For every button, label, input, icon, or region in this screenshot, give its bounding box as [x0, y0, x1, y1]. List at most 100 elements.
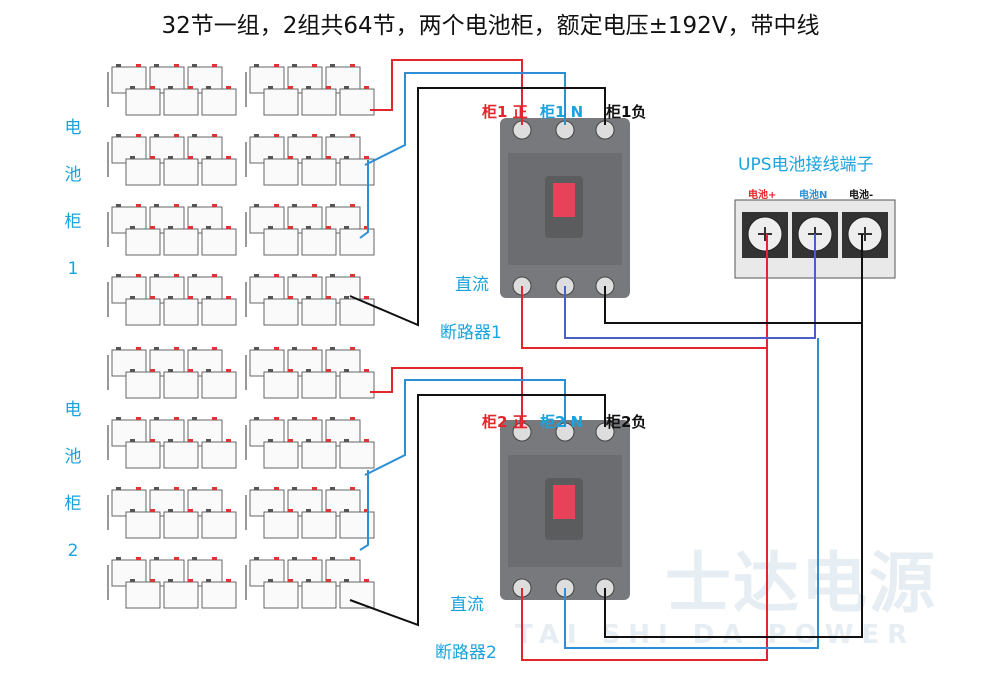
battery-terminal [116, 417, 121, 420]
battery-terminal [326, 439, 331, 442]
battery [163, 371, 199, 399]
battery-terminal [192, 204, 197, 207]
battery [201, 88, 237, 116]
battery-terminal [306, 369, 311, 372]
battery-terminal [192, 274, 197, 277]
battery [163, 441, 199, 469]
battery-terminal [292, 64, 297, 67]
battery-terminal [150, 226, 155, 229]
label-char: 电 [64, 118, 82, 138]
battery-terminal [116, 134, 121, 137]
battery-terminal [306, 296, 311, 299]
battery-terminal [226, 86, 231, 89]
battery-terminal [288, 296, 293, 299]
battery [125, 158, 161, 186]
battery-terminal [136, 274, 141, 277]
battery-terminal [168, 86, 173, 89]
battery-terminal [206, 439, 211, 442]
battery-terminal [226, 296, 231, 299]
battery-terminal [188, 509, 193, 512]
battery-terminal [288, 439, 293, 442]
battery-terminal [292, 557, 297, 560]
battery [301, 158, 337, 186]
battery-terminal [188, 439, 193, 442]
battery-terminal [274, 487, 279, 490]
cab1-neg-label: 柜1负 [606, 103, 647, 121]
wire-out2-negative [604, 323, 863, 638]
battery-terminal [350, 274, 355, 277]
battery [339, 88, 375, 116]
battery-terminal [168, 156, 173, 159]
breaker-2-label-b: 断路器2 [435, 643, 497, 663]
battery-terminal [136, 487, 141, 490]
battery-terminal [174, 274, 179, 277]
battery-terminal [268, 86, 273, 89]
wire-out1-neutral [564, 234, 816, 339]
battery-terminal [188, 156, 193, 159]
battery [163, 511, 199, 539]
battery-terminal [364, 156, 369, 159]
battery-terminal [174, 487, 179, 490]
battery [263, 88, 299, 116]
battery-terminal [344, 156, 349, 159]
battery-terminal [206, 579, 211, 582]
battery-terminal [288, 369, 293, 372]
battery-terminal [174, 204, 179, 207]
battery [301, 298, 337, 326]
wire-cab2-neutral-jumper [359, 470, 369, 551]
battery-terminal [136, 134, 141, 137]
battery-terminal [130, 439, 135, 442]
battery-terminal [212, 274, 217, 277]
battery-terminal [344, 86, 349, 89]
battery [339, 581, 375, 609]
battery [339, 371, 375, 399]
battery [201, 371, 237, 399]
battery [201, 298, 237, 326]
battery-terminal [326, 369, 331, 372]
battery-terminal [154, 274, 159, 277]
battery [125, 581, 161, 609]
battery [125, 298, 161, 326]
battery-terminal [274, 417, 279, 420]
battery-terminal [226, 156, 231, 159]
wire-out2-positive [521, 348, 768, 661]
battery-terminal [292, 417, 297, 420]
battery-terminal [188, 296, 193, 299]
battery-terminal [364, 579, 369, 582]
label-char: 柜 [64, 494, 82, 514]
battery-terminal [254, 417, 259, 420]
battery-terminal [136, 347, 141, 350]
battery-terminal [188, 226, 193, 229]
battery-terminal [330, 274, 335, 277]
battery-terminal [268, 156, 273, 159]
battery-terminal [188, 579, 193, 582]
battery-terminal [130, 86, 135, 89]
battery [301, 441, 337, 469]
battery-terminal [350, 64, 355, 67]
label-char: 柜 [64, 212, 82, 232]
battery-terminal [206, 226, 211, 229]
battery-terminal [292, 204, 297, 207]
battery-terminal [344, 369, 349, 372]
battery-terminal [326, 509, 331, 512]
battery-terminal [312, 64, 317, 67]
battery-terminal [130, 579, 135, 582]
battery-terminal [306, 226, 311, 229]
battery-terminal [154, 134, 159, 137]
terminal-n-label: 电池N [799, 190, 828, 201]
battery-terminal [174, 417, 179, 420]
battery-terminal [192, 557, 197, 560]
battery-terminal [344, 439, 349, 442]
battery-terminal [350, 557, 355, 560]
battery-terminal [274, 134, 279, 137]
battery-terminal [226, 579, 231, 582]
battery-terminal [174, 557, 179, 560]
battery-terminal [330, 204, 335, 207]
battery-terminal [306, 579, 311, 582]
battery-terminal [268, 439, 273, 442]
battery-terminal [116, 487, 121, 490]
battery-terminal [226, 226, 231, 229]
battery-terminal [364, 369, 369, 372]
label-char: 2 [67, 541, 79, 561]
